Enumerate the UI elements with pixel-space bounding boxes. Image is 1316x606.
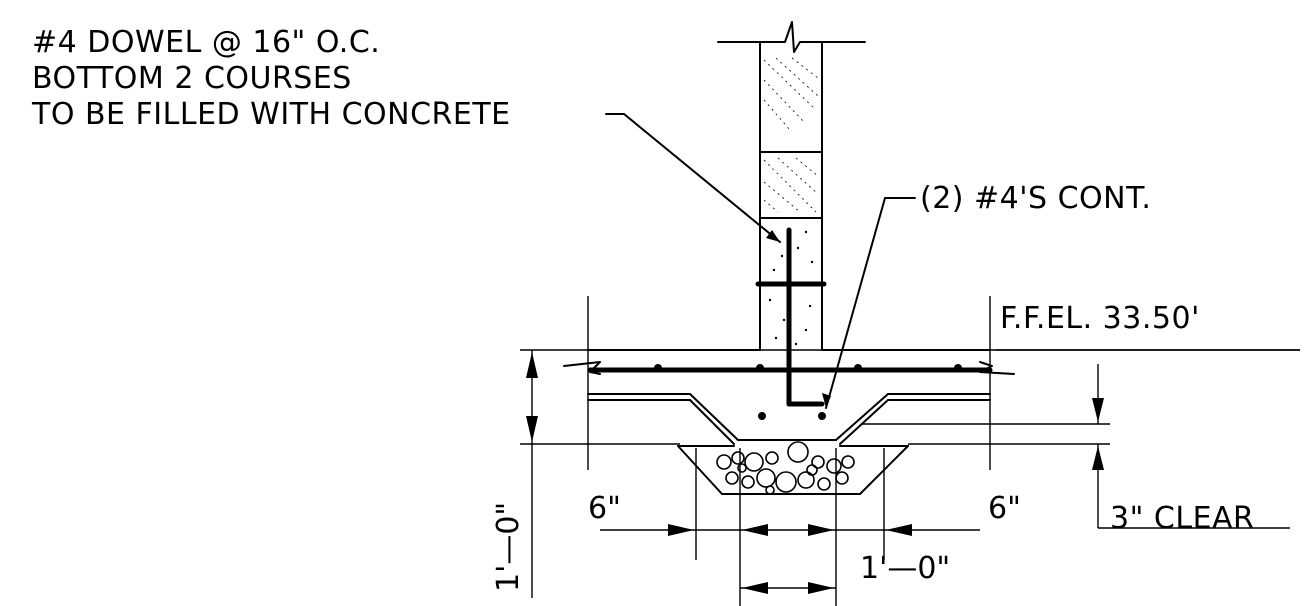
grout-speckle — [768, 230, 814, 346]
aggregate-stones — [716, 441, 855, 495]
dowel-note-line-1: #4 DOWEL @ 16" O.C. — [32, 25, 380, 60]
dowel-leader — [605, 113, 781, 243]
width-dimensions: 6" 6" 1'—0" — [588, 491, 1021, 594]
left-offset-label: 6" — [588, 491, 621, 526]
footing-width-label: 1'—0" — [860, 551, 950, 586]
dowel-bar — [786, 227, 825, 407]
slab-depth-label: 1'—0" — [491, 502, 526, 592]
cmu-wall — [717, 21, 866, 351]
rebar-leader — [822, 197, 916, 409]
dowel-note-line-3: TO BE FILLED WITH CONCRETE — [31, 97, 511, 132]
gravel-base — [677, 441, 909, 495]
clear-cover-note: 3" CLEAR — [1110, 501, 1254, 536]
ffel-note: F.F.EL. 33.50' — [1000, 301, 1200, 336]
slab-depth-dimension: 1'—0" — [491, 350, 538, 598]
right-offset-label: 6" — [988, 491, 1021, 526]
clear-cover-dimension — [1092, 364, 1290, 529]
dowel-note-line-2: BOTTOM 2 COURSES — [32, 61, 352, 96]
rebar-cont-note: (2) #4'S CONT. — [920, 181, 1151, 216]
extension-lines — [520, 296, 1300, 606]
